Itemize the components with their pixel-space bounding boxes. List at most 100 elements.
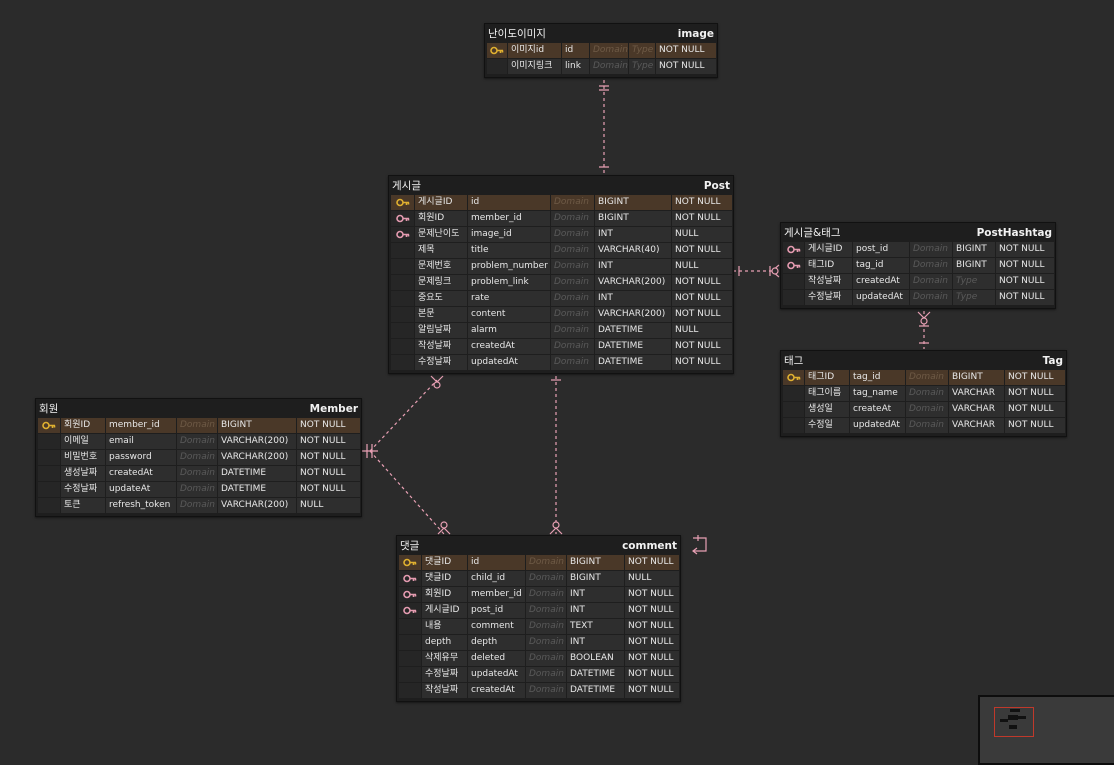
relation-member-comment[interactable] [369,450,451,535]
minimap[interactable] [978,695,1114,765]
relation-tag-posthashtag[interactable] [917,311,931,349]
column-physical: member_id [468,211,550,226]
column-domain: Domain [910,258,952,273]
primary-key-icon [38,418,60,433]
relation-comment-self[interactable] [692,535,707,555]
column-type: BIGINT [949,370,1004,385]
key-cell-empty [783,402,804,417]
column-null: NOT NULL [297,450,360,465]
column-physical: id [468,195,550,210]
column-null: NULL [625,571,679,586]
column-null: NOT NULL [996,290,1054,305]
column-type: VARCHAR(200) [218,434,296,449]
minimap-block [1008,715,1018,720]
column-domain: Domain [526,571,566,586]
column-type: INT [595,291,671,306]
column-logical: 게시글ID [422,603,467,618]
table-logical-name: 댓글 [400,540,420,552]
key-cell-empty [391,259,414,274]
column-logical: 생성일 [805,402,849,417]
relation-post-posthashtag[interactable] [733,264,780,278]
column-logical: 회원ID [422,587,467,602]
column-physical: problem_number [468,259,550,274]
relation-member-post[interactable] [369,375,444,452]
key-cell-empty [783,290,804,305]
key-cell-empty [391,243,414,258]
relation-image-post[interactable] [599,80,609,174]
column-logical: 제목 [415,243,467,258]
column-logical: 문제링크 [415,275,467,290]
minimap-block [1010,709,1020,712]
column-logical: 본문 [415,307,467,322]
column-type: BIGINT [567,571,624,586]
column-null: NOT NULL [1005,418,1065,433]
column-domain: Domain [551,355,594,370]
column-null: NOT NULL [625,683,679,698]
column-physical: tag_name [850,386,905,401]
column-domain: Domain [526,651,566,666]
column-type: BIGINT [953,242,995,257]
column-type: BIGINT [567,555,624,570]
minimap-viewport[interactable] [994,707,1034,737]
table-logical-name: 회원 [39,403,59,415]
column-type: TEXT [567,619,624,634]
column-physical: updateAt [106,482,176,497]
column-null: NOT NULL [625,603,679,618]
column-domain: Domain [910,242,952,257]
column-type: VARCHAR [949,386,1004,401]
column-null: NOT NULL [625,635,679,650]
key-cell-empty [38,434,60,449]
column-domain: Domain [906,418,948,433]
relation-post-comment[interactable] [549,376,563,535]
